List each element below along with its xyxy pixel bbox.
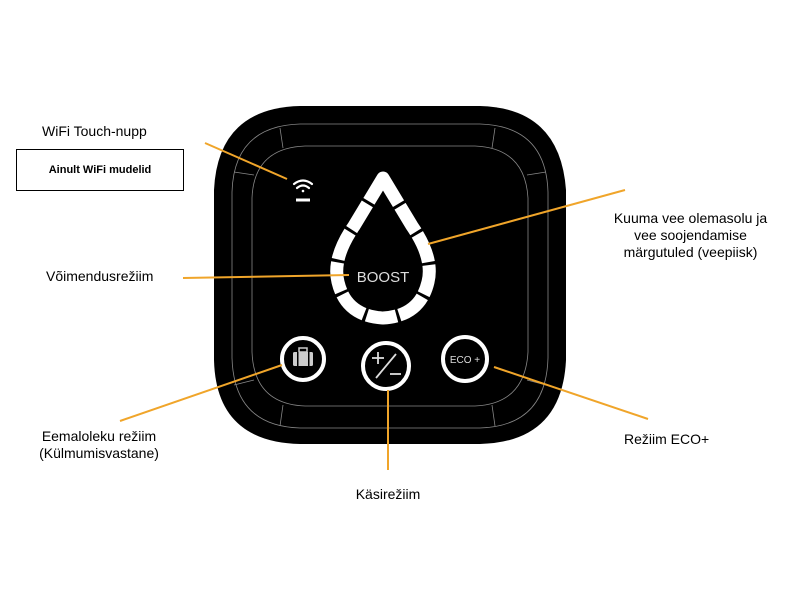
leader-hot-water — [427, 189, 626, 245]
label-line: Eemaloleku režiim — [41, 428, 157, 444]
panel-bevel-inner — [251, 145, 529, 407]
label-wifi-only: Ainult WiFi mudelid — [16, 149, 184, 191]
manual-mode-button[interactable] — [361, 341, 411, 391]
label-hot-water: Kuuma vee olemasolu ja vee soojendamise … — [598, 210, 783, 261]
leader-wifi — [204, 142, 288, 180]
label-manual-mode: Käsirežiim — [355, 486, 421, 502]
hot-water-drop-indicator — [330, 171, 436, 325]
panel-bevel-outer — [231, 123, 549, 429]
boost-button[interactable]: BOOST — [357, 269, 410, 286]
label-wifi-touch: WiFi Touch-nupp — [42, 123, 147, 139]
label-absence-mode: Eemaloleku režiim (Külmumisvastane) — [24, 428, 174, 462]
label-boost-mode: Võimendusrežiim — [46, 268, 154, 284]
wifi-icon[interactable] — [292, 179, 314, 202]
leader-boost — [182, 274, 350, 279]
wifi-only-text: Ainult WiFi mudelid — [48, 164, 152, 176]
label-line: (Külmumisvastane) — [39, 445, 159, 461]
label-line: vee soojendamise — [634, 227, 747, 243]
eco-plus-button[interactable]: ECO + — [441, 335, 489, 383]
suitcase-icon — [293, 347, 313, 366]
leader-absence — [119, 364, 283, 422]
eco-plus-text: ECO + — [450, 355, 480, 366]
leader-lines — [119, 142, 649, 470]
label-line: märgutuled (veepiisk) — [623, 244, 758, 260]
label-eco-mode: Režiim ECO+ — [624, 431, 710, 447]
plus-minus-icon — [372, 352, 401, 379]
label-line: Kuuma vee olemasolu ja — [613, 210, 768, 226]
absence-mode-button[interactable] — [280, 336, 326, 382]
leader-eco — [493, 366, 649, 420]
